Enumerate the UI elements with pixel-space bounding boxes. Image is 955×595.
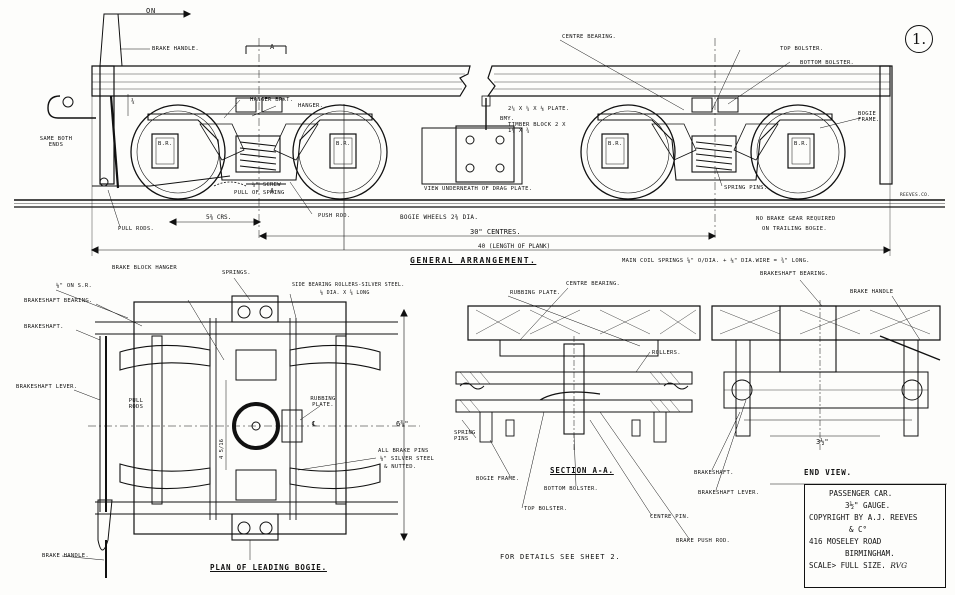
hanger-label: HANGER. — [298, 103, 324, 109]
end-gauge-dim: 3½" — [816, 438, 829, 446]
details-note: FOR DETAILS SEE SHEET 2. — [500, 553, 621, 561]
end-brake-handle-label: BRAKE HANDLE — [850, 289, 894, 295]
top-bolster-label: TOP BOLSTER. — [780, 46, 824, 52]
pull-rods-label: PULL RODS. — [118, 226, 155, 232]
brakeshaft-lever-label: BRAKESHAFT LEVER. — [16, 384, 78, 390]
springs-label: SPRINGS. — [222, 270, 251, 276]
section-rubbing-plate-label: RUBBING PLATE. — [510, 290, 561, 296]
section-centre-pin-label: CENTRE PIN. — [650, 514, 690, 520]
axlebox-label-1: B.R. — [158, 141, 173, 147]
dim-58-centres: 5⅜ CRS. — [206, 214, 232, 221]
silver-steel-label: ⅛" SILVER STEEL — [380, 456, 435, 462]
axlebox-label-3: B.R. — [608, 141, 623, 147]
trailing-bogie-label: ON TRAILING BOGIE. — [762, 226, 828, 232]
section-title: SECTION A-A. — [550, 466, 614, 475]
end-brakeshaft-lever-label: BRAKESHAFT LEVER. — [698, 490, 760, 496]
title-line-7: SCALE> FULL SIZE. RVG — [809, 560, 941, 572]
screw-label: ⅛" SCREW — [252, 182, 281, 188]
hanger-brkt-label: HANGER BRKT. — [250, 97, 294, 103]
reeves-label: REEVES.CO. — [900, 193, 931, 198]
dim-plan-width: 6⅜" — [396, 420, 409, 428]
dim-plank-depth: ¾ — [131, 98, 135, 105]
title-line-2: 3½" GAUGE. — [845, 501, 891, 510]
title-block: PASSENGER CAR. 3½" GAUGE. COPYRIGHT BY A… — [804, 484, 946, 588]
view-underneath-label: VIEW UNDERNEATH OF DRAG PLATE. — [424, 186, 533, 192]
section-top-bolster-label: TOP BOLSTER. — [524, 506, 568, 512]
brakeshaft-bearing-label: BRAKESHAFT BEARING. — [24, 298, 93, 304]
pull-of-spring-label: PULL OF SPRING — [234, 190, 285, 196]
brake-block-hanger-label: BRAKE BLOCK HANGER — [112, 265, 178, 271]
on-label: ON — [146, 7, 157, 15]
title-line-5: 416 MOSELEY ROAD — [809, 537, 882, 546]
axlebox-label-2: B.R. — [336, 141, 351, 147]
sheet-number: 1. — [905, 25, 933, 53]
dim-plan-inner: 4 5/16 — [218, 439, 225, 459]
rollers-size-label: ⅛ DIA. x ⅝ LONG — [320, 290, 370, 296]
section-bottom-bolster-label: BOTTOM BOLSTER. — [544, 486, 599, 492]
timber-block-label: TIMBER BLOCK 2 x 1¼ x ¾ — [508, 122, 566, 134]
title-line-6: BIRMINGHAM. — [845, 549, 895, 558]
on-sr-label: ⅛" ON S.R. — [56, 283, 93, 289]
end-view-title: END VIEW. — [804, 468, 852, 477]
plan-rubbing-plate-label: RUBBING PLATE. — [310, 396, 336, 408]
section-a-top-label: A — [270, 43, 276, 51]
bottom-bolster-label: BOTTOM BOLSTER. — [800, 60, 855, 66]
section-brake-push-rod-label: BRAKE PUSH ROD. — [676, 538, 731, 544]
scale-text: SCALE> FULL SIZE. — [809, 561, 886, 570]
bogie-frame-label: BOGIE FRAME. — [858, 111, 880, 123]
brakeshaft-label: BRAKESHAFT. — [24, 324, 64, 330]
section-bogie-frame-label: BOGIE FRAME. — [476, 476, 520, 482]
initials: RVG — [890, 561, 908, 570]
all-brake-pins-label: ALL BRAKE PINS — [378, 448, 429, 454]
same-both-ends-label: SAME BOTH ENDS — [39, 136, 73, 148]
plan-brake-handle-label: BRAKE HANDLE. — [42, 553, 89, 559]
main-coil-springs-label: MAIN COIL SPRINGS ⅝" O/DIA. + ⅛" DIA.WIR… — [622, 258, 810, 264]
spring-pins-label: SPRING PINS. — [724, 185, 768, 191]
centre-bearing-label: CENTRE BEARING. — [562, 34, 617, 40]
axlebox-label-4: B.R. — [794, 141, 809, 147]
bmy-label: BMY. — [500, 116, 515, 122]
title-line-1: PASSENGER CAR. — [829, 489, 893, 498]
title-line-3: COPYRIGHT BY A.J. REEVES — [809, 513, 918, 522]
plan-title: PLAN OF LEADING BOGIE. — [210, 563, 327, 572]
section-a-bottom-label: A — [270, 187, 276, 195]
end-brakeshaft-bearing-label: BRAKESHAFT BEARING. — [760, 271, 829, 277]
plan-centre-mark: ℄ — [312, 420, 317, 428]
no-brake-gear-label: NO BRAKE GEAR REQUIRED — [756, 216, 836, 222]
end-brakeshaft-label: BRAKESHAFT. — [694, 470, 734, 476]
title-line-4: & C° — [849, 525, 868, 534]
section-spring-pins-label: SPRING PINS — [454, 430, 476, 442]
nutted-label: & NUTTED. — [384, 464, 417, 470]
dim-30-centres: 30" CENTRES. — [470, 228, 521, 236]
plate-label: 2¼ x ¼ x ⅛ PLATE. — [508, 106, 570, 112]
section-centre-bearing-label: CENTRE BEARING. — [566, 281, 621, 287]
brake-handle-label: BRAKE HANDLE. — [152, 46, 199, 52]
side-bearing-rollers-label: SIDE BEARING ROLLERS-SILVER STEEL. — [292, 282, 405, 288]
dim-40-length: 40 (LENGTH OF PLANK) — [478, 243, 551, 250]
general-arrangement-title: GENERAL ARRANGEMENT. — [410, 256, 537, 265]
dim-bogie-wheels: BOGIE WHEELS 2⅜ DIA. — [400, 214, 479, 221]
section-rollers-label: ROLLERS. — [652, 350, 681, 356]
plan-pull-rods-label: PULL RODS — [128, 398, 144, 410]
push-rod-label: PUSH ROD. — [318, 213, 351, 219]
